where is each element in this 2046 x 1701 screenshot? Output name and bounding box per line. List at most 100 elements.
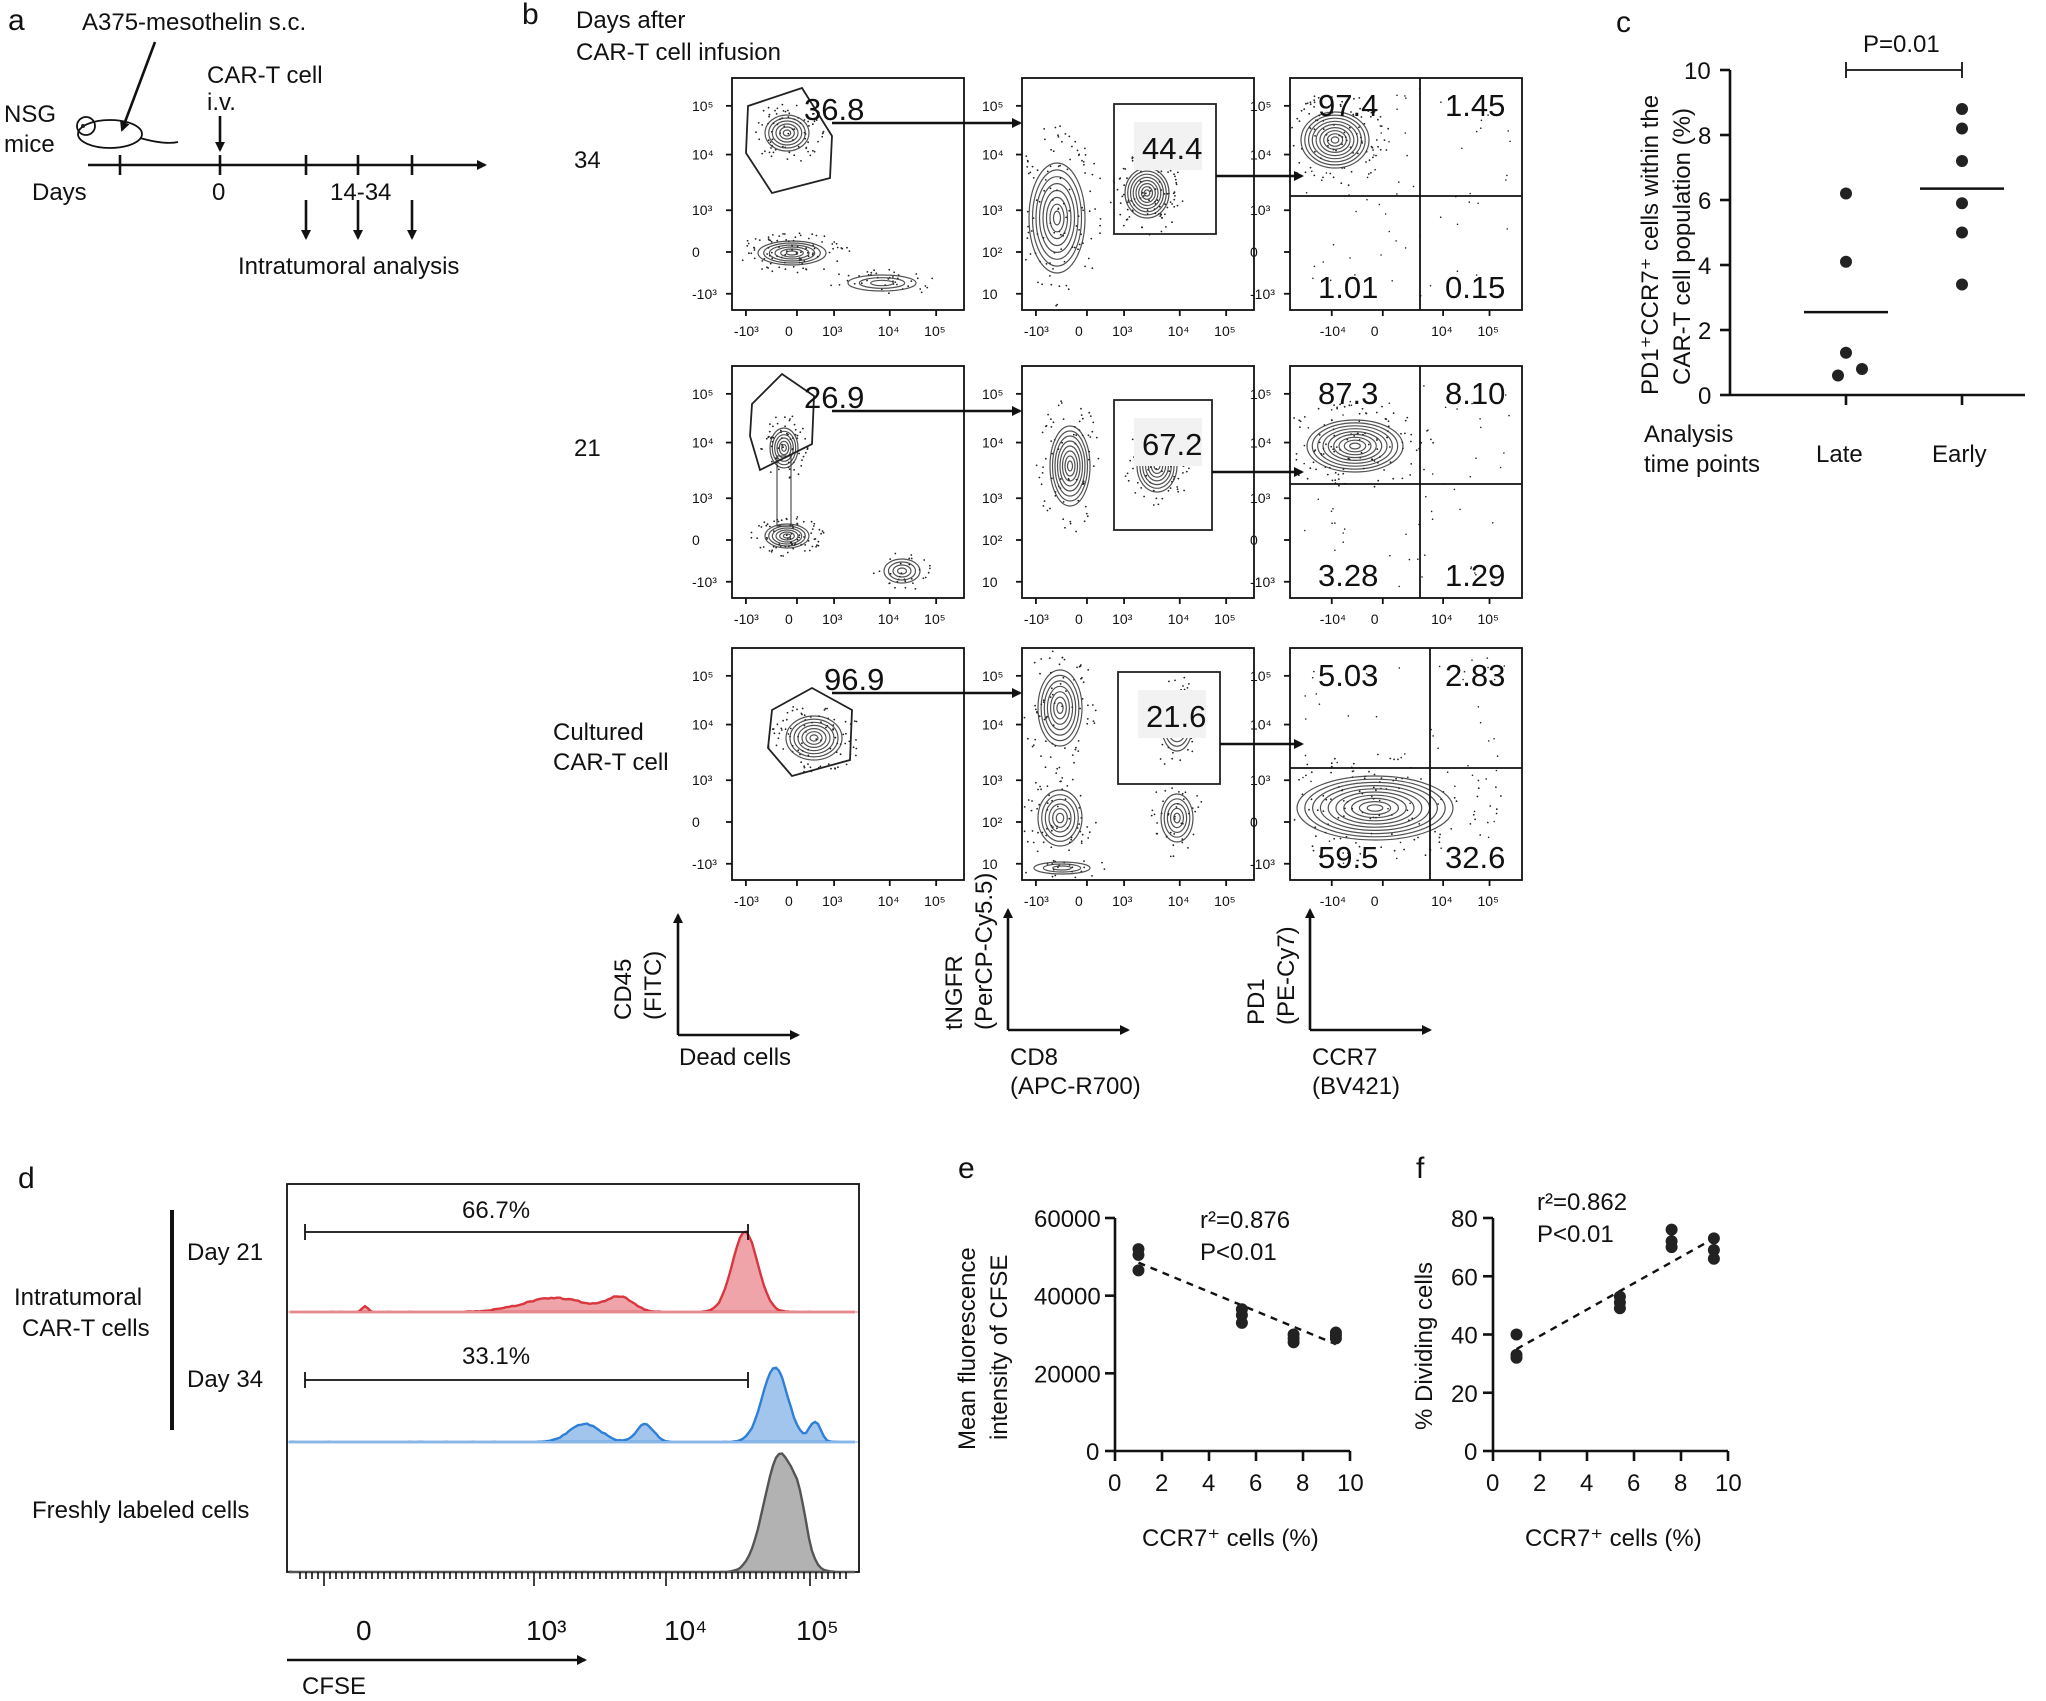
event-dot [1295,171,1298,174]
event-dot [1480,119,1483,122]
event-dot [1061,656,1064,659]
event-dot [1302,776,1304,779]
event-dot [773,732,776,735]
event-dot [1159,215,1162,218]
panel-label-c: c [1616,6,1631,39]
event-dot [741,259,744,262]
event-dot [1169,201,1172,204]
event-dot [1055,772,1058,774]
event-dot [1328,105,1330,108]
event-dot [764,150,766,153]
event-dot [1343,405,1346,408]
event-dot [747,242,750,245]
event-dot [1339,103,1342,106]
event-dot [1044,138,1046,141]
event-dot [1450,828,1453,830]
event-dot [1359,107,1361,110]
event-dot [789,476,791,479]
event-dot [1352,113,1355,116]
event-dot [1358,420,1361,423]
event-dot [1325,443,1327,446]
event-dot [1191,750,1194,753]
x-tick-label: 10⁵ [924,611,945,627]
event-dot [1412,185,1415,188]
event-dot [1361,407,1364,410]
event-dot [772,436,775,439]
event-dot [807,150,809,153]
event-dot [1144,192,1147,195]
event-dot [1396,108,1398,110]
event-dot [1089,415,1092,417]
event-dot [1065,690,1067,692]
event-dot [1304,718,1307,720]
event-dot [1309,127,1312,130]
event-dot [762,546,765,548]
event-dot [1317,96,1320,99]
panel-label-b: b [522,0,539,31]
event-dot [1322,128,1325,131]
event-dot [1131,438,1134,441]
cfse-label: CFSE [302,1673,366,1700]
event-dot [1456,270,1459,273]
event-dot [806,447,809,449]
event-dot [1314,826,1317,828]
event-dot [813,120,816,123]
cell-population [1025,125,1102,307]
x-tick-label: 10⁵ [1478,893,1499,909]
x-tick-label: 8 [1296,1470,1309,1497]
density-contour [1335,791,1415,825]
density-contour [1129,173,1165,213]
y-tick-label: 10⁴ [1250,435,1272,451]
event-dot [1312,461,1315,464]
event-dot [1397,758,1399,761]
event-dot [759,546,762,549]
event-dot [1305,102,1307,105]
group-line1: Intratumoral [14,1284,142,1311]
event-dot [1068,849,1070,852]
event-dot [803,765,805,767]
plot-frame [731,365,965,599]
event-dot [1314,449,1317,451]
event-dot [1037,281,1039,284]
event-dot [1031,745,1034,748]
event-dot [1068,188,1071,191]
event-dot [1083,866,1086,869]
cell-population [760,415,809,479]
event-dot [812,149,814,152]
density-contour [1043,680,1077,736]
event-dot [1026,237,1029,240]
cd8-gate [1117,671,1221,785]
data-point [1665,1241,1678,1254]
event-dot [1341,100,1343,103]
event-dot [1049,165,1052,168]
event-dot [1148,199,1150,202]
event-dot [1066,168,1069,171]
viability-gate [745,86,833,195]
data-point [1840,346,1852,359]
event-dot [801,459,803,461]
event-dot [1379,125,1382,127]
x-tick-label: 10⁴ [1168,893,1190,909]
y-tick-label: 40000 [1034,1284,1101,1311]
event-dot [1306,763,1309,766]
event-dot [908,557,911,560]
event-dot [1173,205,1176,208]
event-dot [1177,477,1180,480]
data-point [1832,369,1844,382]
event-dot [1372,156,1374,159]
event-dot [1343,528,1346,530]
event-dot [1475,130,1478,133]
event-dot [1078,665,1081,668]
density-contour [768,244,816,262]
cell-population [1023,650,1097,770]
event-dot [1377,479,1380,482]
event-dot [1092,421,1095,424]
event-dot [1308,126,1311,128]
y-tick-label: 0 [1464,1439,1477,1466]
dead-cells-label: Dead cells [679,1044,791,1071]
density-contour [1048,803,1072,833]
x-tick-label: 10³ [822,611,843,627]
